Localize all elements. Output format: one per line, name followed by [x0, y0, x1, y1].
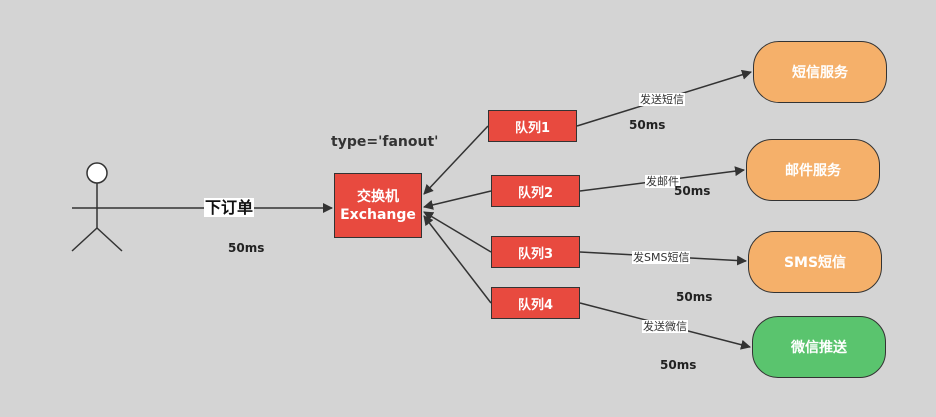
edge-label-3: 发SMS短信	[632, 251, 691, 264]
edge-time-4: 50ms	[660, 358, 697, 372]
edge-queue4-exchange	[423, 215, 492, 304]
edge-time-2: 50ms	[674, 184, 711, 198]
queue-node-2[interactable]: 队列2	[491, 175, 580, 207]
service-label: SMS短信	[783, 255, 847, 271]
exchange-type-label: type='fanout'	[331, 134, 439, 150]
edge-queue2-exchange	[423, 190, 492, 210]
queue-node-1[interactable]: 队列1	[488, 110, 577, 142]
queue-label: 队列3	[517, 246, 554, 262]
exchange-label-cn: 交换机	[357, 188, 399, 205]
person-icon	[71, 162, 123, 252]
queue-node-4[interactable]: 队列4	[491, 287, 580, 319]
queue-label: 队列2	[517, 185, 554, 201]
service-sms[interactable]: 短信服务	[753, 41, 887, 103]
service-sms-text[interactable]: SMS短信	[748, 231, 882, 293]
edge-time-3: 50ms	[676, 290, 713, 304]
service-email[interactable]: 邮件服务	[746, 139, 880, 201]
edge-queue1-exchange	[423, 125, 489, 195]
queue-label: 队列1	[514, 120, 551, 136]
order-edge-label: 下订单	[204, 198, 255, 217]
service-wechat[interactable]: 微信推送	[752, 316, 886, 378]
queue-node-3[interactable]: 队列3	[491, 236, 580, 268]
service-label: 邮件服务	[785, 163, 841, 179]
exchange-node[interactable]: 交换机 Exchange	[334, 173, 422, 238]
edge-time-1: 50ms	[629, 118, 666, 132]
exchange-label-en: Exchange	[340, 206, 416, 223]
order-time-label: 50ms	[228, 241, 265, 255]
queue-label: 队列4	[517, 297, 554, 313]
edge-label-1: 发送短信	[639, 93, 685, 106]
service-label: 微信推送	[791, 340, 847, 356]
edge-label-2: 发邮件	[645, 175, 680, 188]
edge-label-4: 发送微信	[642, 320, 688, 333]
service-label: 短信服务	[792, 65, 848, 81]
edge-queue3-exchange	[423, 211, 492, 253]
